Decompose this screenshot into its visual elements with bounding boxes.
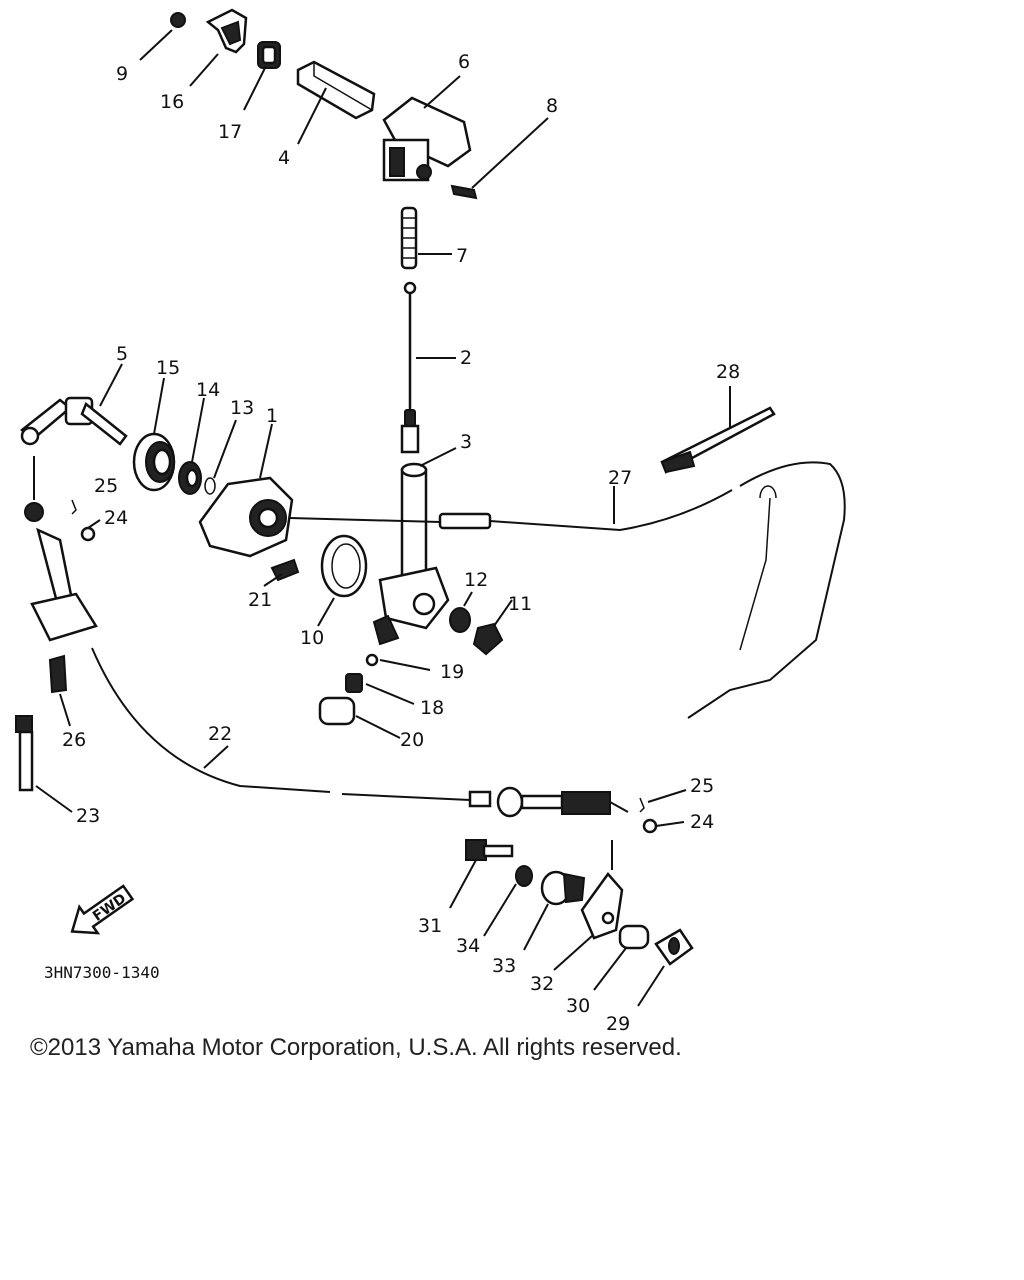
callout-24-b: 24 xyxy=(690,811,714,833)
part-34-washer xyxy=(515,865,533,887)
callout-23: 23 xyxy=(76,805,100,827)
callout-6: 6 xyxy=(458,51,470,73)
callout-labels: 9 16 17 4 6 8 7 2 3 5 15 14 13 1 21 10 1… xyxy=(62,51,740,1035)
callout-34: 34 xyxy=(456,935,480,957)
callout-19: 19 xyxy=(440,661,464,683)
part-29-cover xyxy=(654,928,694,966)
callout-3: 3 xyxy=(460,431,472,453)
callout-30: 30 xyxy=(566,995,590,1017)
part-19-ball xyxy=(365,653,379,667)
callout-10: 10 xyxy=(300,627,324,649)
part-28-cable-strap xyxy=(660,406,776,474)
callout-27: 27 xyxy=(608,467,632,489)
copyright-notice: ©2013 Yamaha Motor Corporation, U.S.A. A… xyxy=(30,1034,682,1061)
part-33-collar xyxy=(540,870,586,906)
fwd-arrow-icon: FWD xyxy=(70,884,135,935)
part-32-lever-plate xyxy=(580,871,624,940)
part-10-oil-seal xyxy=(320,534,368,598)
part-3-shift-housing xyxy=(372,462,450,646)
part-13-o-ring xyxy=(204,477,216,495)
callout-1: 1 xyxy=(266,405,278,427)
part-16-bracket xyxy=(205,8,248,54)
part-30-bushing xyxy=(618,924,650,950)
callout-9: 9 xyxy=(116,63,128,85)
part-11-nut xyxy=(472,622,504,656)
callout-25: 25 xyxy=(94,475,118,497)
part-6-lever-cover xyxy=(382,96,472,182)
part-2-rod xyxy=(400,281,420,454)
callout-15: 15 xyxy=(156,357,180,379)
callout-5: 5 xyxy=(116,343,128,365)
callout-14: 14 xyxy=(196,379,220,401)
part-22-shift-cable xyxy=(24,502,629,818)
callout-7: 7 xyxy=(456,245,468,267)
part-8-bolt xyxy=(450,184,478,200)
part-1-lever-bracket xyxy=(198,476,294,558)
callout-21: 21 xyxy=(248,589,272,611)
callout-4: 4 xyxy=(278,147,290,169)
part-18-spring xyxy=(345,673,363,693)
parts-diagram: 9 16 17 4 6 8 7 2 3 5 15 14 13 1 21 10 1… xyxy=(15,8,846,1035)
part-4-handle-grip xyxy=(296,60,376,120)
part-15-pulley xyxy=(132,432,176,492)
callout-22: 22 xyxy=(208,723,232,745)
part-25-cotter-pin xyxy=(71,499,645,813)
part-26-grease-nipple xyxy=(48,654,68,694)
callout-28: 28 xyxy=(716,361,740,383)
part-12-washer xyxy=(449,607,471,633)
callout-16: 16 xyxy=(160,91,184,113)
callout-11: 11 xyxy=(508,593,532,615)
callout-33: 33 xyxy=(492,955,516,977)
part-20-plug xyxy=(318,696,356,726)
callout-17: 17 xyxy=(218,121,242,143)
callout-2: 2 xyxy=(460,347,472,369)
part-7-spring xyxy=(400,206,418,270)
callout-29: 29 xyxy=(606,1013,630,1035)
figure-code: 3HN7300-1340 xyxy=(44,963,160,982)
part-31-bolt xyxy=(465,839,514,861)
callout-8: 8 xyxy=(546,95,558,117)
part-21-bolt xyxy=(270,558,300,582)
part-5-shift-lever-shaft xyxy=(20,396,128,446)
leader-lines xyxy=(33,29,731,1007)
callout-32: 32 xyxy=(530,973,554,995)
part-27-throttle-cable xyxy=(289,461,846,719)
callout-26: 26 xyxy=(62,729,86,751)
callout-31: 31 xyxy=(418,915,442,937)
callout-13: 13 xyxy=(230,397,254,419)
callout-12: 12 xyxy=(464,569,488,591)
part-14-washer xyxy=(178,461,202,495)
callout-25-b: 25 xyxy=(690,775,714,797)
part-24-clip-pin xyxy=(80,526,658,834)
part-23-bolt xyxy=(15,715,34,792)
part-9-screw xyxy=(170,12,186,28)
callout-20: 20 xyxy=(400,729,424,751)
callout-18: 18 xyxy=(420,697,444,719)
callout-24: 24 xyxy=(104,507,128,529)
part-17-grommet xyxy=(257,41,281,69)
